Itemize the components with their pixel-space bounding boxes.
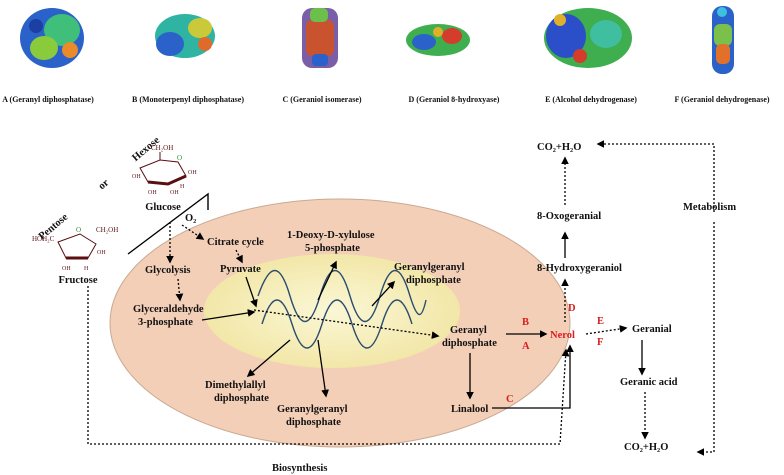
protein-structure-e bbox=[544, 8, 632, 68]
enzyme-label-b: B (Monoterpenyl diphosphatase) bbox=[132, 95, 244, 104]
step-b-label: B bbox=[522, 317, 529, 328]
arrow-core-dmapp bbox=[246, 339, 291, 378]
arrow-glycolysis-g3p bbox=[175, 278, 184, 302]
enzyme-label-d: D (Geraniol 8-hydroxyase) bbox=[409, 95, 500, 104]
pyruvate-label: Pyruvate bbox=[220, 264, 261, 275]
step-e-label: E bbox=[597, 316, 604, 327]
step-d-label: D bbox=[568, 303, 576, 314]
arrow-core-gpp bbox=[253, 309, 440, 339]
glucose-oh-right: OH bbox=[188, 170, 197, 176]
metabolism-arrow-top bbox=[596, 140, 715, 212]
wave-lower bbox=[261, 299, 413, 349]
glucose-h: H bbox=[180, 184, 185, 190]
fructose-h: H bbox=[84, 266, 89, 272]
enzyme-label-c: C (Geraniol isomerase) bbox=[282, 95, 361, 104]
step-a-label: A bbox=[522, 341, 530, 352]
citrate-cycle-label: Citrate cycle bbox=[207, 237, 264, 248]
fructose-oh-bottom: OH bbox=[62, 266, 71, 272]
arrow-core-ggpp-top bbox=[371, 280, 396, 307]
wave-upper bbox=[257, 269, 427, 322]
protein-structure-a bbox=[20, 8, 84, 68]
geranial-label: Geranial bbox=[632, 324, 672, 335]
step-c-label: C bbox=[506, 394, 514, 405]
dmapp-label-2: diphosphate bbox=[214, 393, 269, 404]
arrow-g3p-core bbox=[201, 309, 256, 321]
ggpp-top-label-2: diphosphate bbox=[406, 275, 461, 286]
co2-top-label: CO₂+H₂O bbox=[537, 142, 581, 153]
glucose-oh-left: OH bbox=[132, 174, 141, 180]
enzyme-label-e: E (Alcohol dehydrogenase) bbox=[545, 95, 637, 104]
geranic-acid-label: Geranic acid bbox=[620, 377, 678, 388]
step-f-label: F bbox=[597, 337, 603, 348]
fructose-ring-o: O bbox=[76, 226, 81, 234]
arrow-core-ggpp-bottom bbox=[317, 339, 329, 398]
arrow-core-dxp bbox=[317, 260, 337, 301]
glucose-oh-bottom-right: OH bbox=[170, 190, 179, 196]
dxp-label-2: 5-phosphate bbox=[305, 243, 360, 254]
gpp-label-1: Geranyl bbox=[450, 325, 487, 336]
fructose-label: Fructose bbox=[58, 275, 97, 286]
biosynthesis-label: Biosynthesis bbox=[272, 463, 327, 474]
dmapp-label-1: Dimethylallyl bbox=[205, 380, 266, 391]
protein-structure-d bbox=[406, 24, 470, 56]
glucose-structure: CH₂OH O OH OH OH OH H bbox=[132, 144, 197, 196]
protein-structure-f bbox=[712, 6, 734, 74]
glucose-ch2oh: CH₂OH bbox=[151, 144, 173, 152]
protein-structure-c bbox=[302, 8, 338, 68]
oxogeranial-label: 8-Oxogeranial bbox=[537, 211, 601, 222]
metabolism-label: Metabolism bbox=[683, 202, 736, 213]
cell-core bbox=[204, 254, 460, 368]
enzyme-label-a: A (Geranyl diphosphatase) bbox=[2, 95, 94, 104]
fructose-oh-right: OH bbox=[97, 250, 106, 256]
arrow-linalool-nerol bbox=[492, 344, 574, 409]
glyceraldehyde-label-1: Glyceraldehyde bbox=[133, 304, 204, 315]
linalool-label: Linalool bbox=[451, 404, 488, 415]
sugar-bracket bbox=[127, 192, 209, 255]
glycolysis-label: Glycolysis bbox=[145, 265, 191, 276]
ggpp-bottom-label-1: Geranylgeranyl bbox=[277, 404, 348, 415]
glyceraldehyde-label-2: 3-phosphate bbox=[138, 317, 193, 328]
ggpp-bottom-label-2: diphosphate bbox=[286, 417, 341, 428]
enzyme-label-f: F (Geraniol dehydrogenase) bbox=[674, 95, 769, 104]
arrow-pyruvate-core bbox=[245, 276, 258, 308]
dxp-label-1: 1-Deoxy-D-xylulose bbox=[287, 230, 375, 241]
arrow-o2-citrate bbox=[181, 224, 205, 240]
ggpp-top-label-1: Geranylgeranyl bbox=[394, 262, 465, 273]
metabolism-arrow-bottom bbox=[696, 222, 715, 456]
fructose-structure: HOH₂C CH₂OH O OH OH H bbox=[32, 226, 118, 272]
o2-label: O₂ bbox=[185, 213, 196, 224]
nerol-label: Nerol bbox=[550, 330, 575, 341]
gpp-label-2: diphosphate bbox=[442, 338, 497, 349]
or-label: or bbox=[97, 177, 112, 192]
glucose-label: Glucose bbox=[145, 202, 181, 213]
glucose-ring-o: O bbox=[177, 154, 182, 162]
co2-bottom-label: CO₂+H₂O bbox=[624, 442, 668, 453]
biosynthesis-loop-arrow bbox=[87, 286, 570, 445]
fructose-hoh2c: HOH₂C bbox=[32, 235, 55, 243]
arrow-nerol-geranial bbox=[585, 325, 628, 335]
hydroxygeraniol-label: 8-Hydroxygeraniol bbox=[537, 263, 622, 274]
glucose-oh-bottom-left: OH bbox=[148, 190, 157, 196]
protein-structure-b bbox=[155, 14, 215, 58]
fructose-ch2oh: CH₂OH bbox=[96, 226, 118, 234]
